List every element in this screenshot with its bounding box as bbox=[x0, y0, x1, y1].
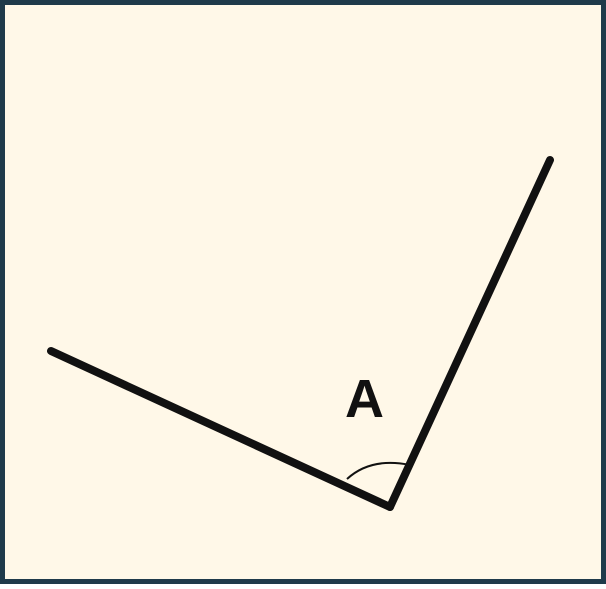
angle-label: A bbox=[345, 369, 384, 429]
angle-arc bbox=[346, 461, 411, 480]
right-ray bbox=[386, 156, 554, 511]
left-ray bbox=[47, 347, 394, 511]
angle-diagram: A bbox=[47, 156, 554, 511]
